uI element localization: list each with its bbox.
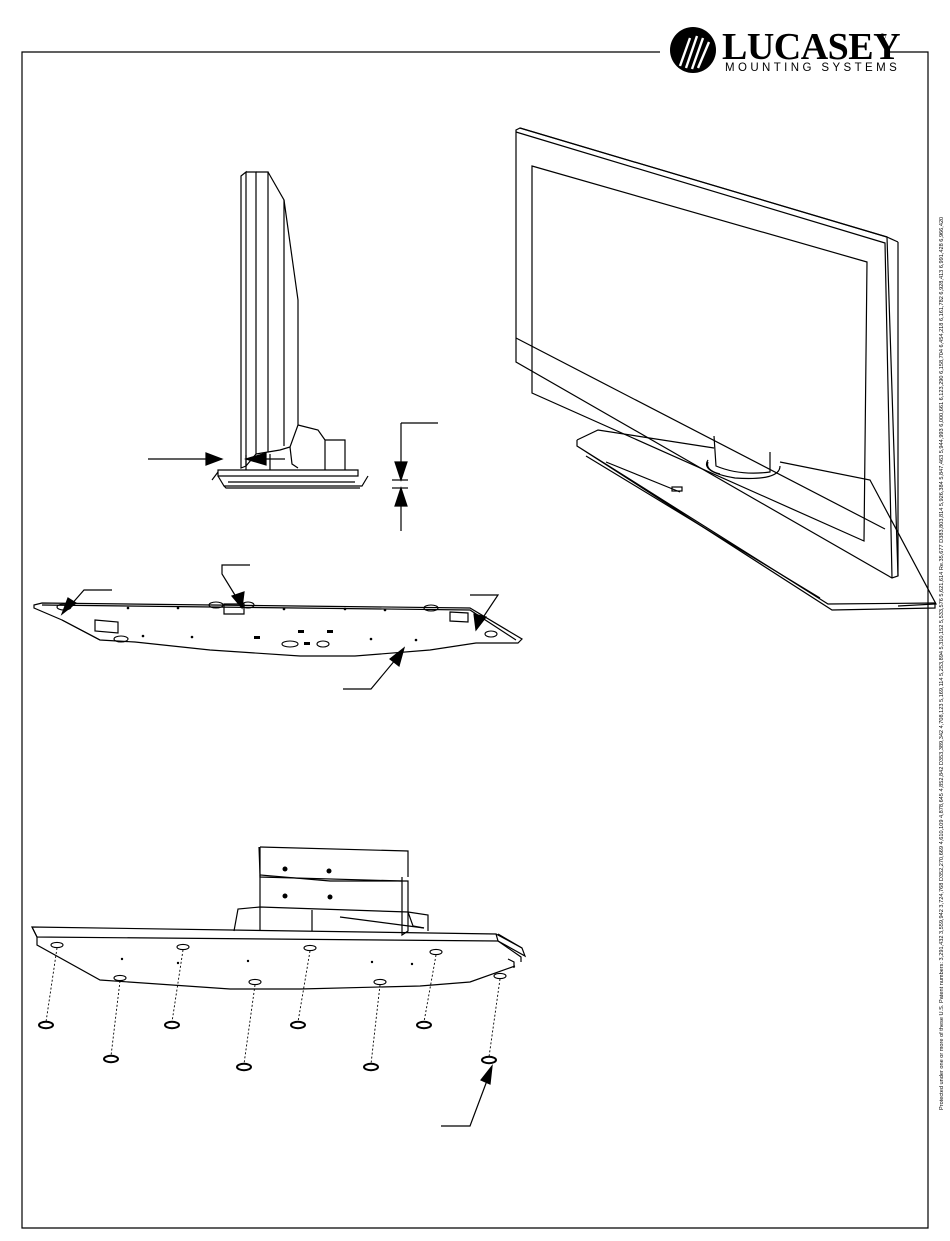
brand-tagline: MOUNTING SYSTEMS — [725, 62, 900, 74]
logo-emblem-icon — [670, 27, 716, 73]
brand-name: LUCASEY — [722, 26, 900, 68]
tv-side-view-figure — [148, 170, 438, 531]
patent-notice: Protected under one or more of these U.S… — [939, 217, 945, 1110]
tv-perspective-figure — [515, 127, 937, 611]
page-frame — [21, 51, 929, 1229]
brand-logo: LUCASEY ® MOUNTING SYSTEMS — [670, 26, 901, 74]
base-bracket-exploded-figure — [31, 846, 527, 1127]
registered-mark: ® — [879, 32, 886, 42]
base-plate-underside-figure — [33, 564, 523, 690]
